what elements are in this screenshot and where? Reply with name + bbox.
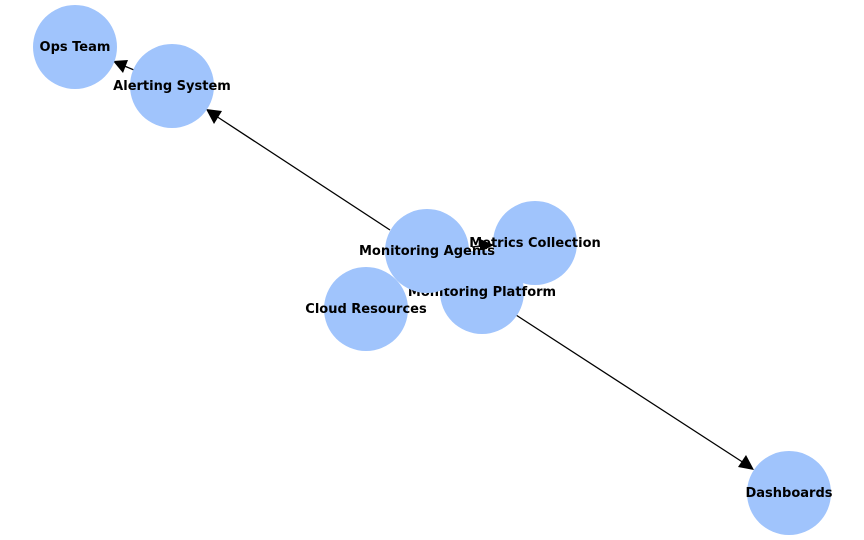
edge-agents-to-metrics (471, 239, 494, 252)
node-cloud-resources[interactable]: Cloud Resources (305, 267, 427, 351)
node-label: Dashboards (745, 486, 832, 501)
node-ops-team[interactable]: Ops Team (33, 5, 117, 89)
edges (113, 60, 754, 470)
nodes: Ops Team Alerting System Metrics Collect… (33, 5, 833, 535)
node-label: Alerting System (113, 79, 231, 94)
node-metrics-collection[interactable]: Metrics Collection (469, 201, 601, 285)
edge-platform-to-dashboards (515, 314, 754, 470)
edge-agents-to-alerting (206, 109, 391, 231)
node-label: Ops Team (40, 40, 111, 55)
node-monitoring-agents[interactable]: Monitoring Agents (359, 209, 495, 293)
node-label: Monitoring Agents (359, 244, 495, 259)
node-label: Metrics Collection (469, 236, 601, 251)
node-label: Cloud Resources (305, 302, 427, 317)
node-dashboards[interactable]: Dashboards (745, 451, 833, 535)
node-alerting-system[interactable]: Alerting System (113, 44, 231, 128)
edge-alerting-to-ops (113, 60, 135, 73)
